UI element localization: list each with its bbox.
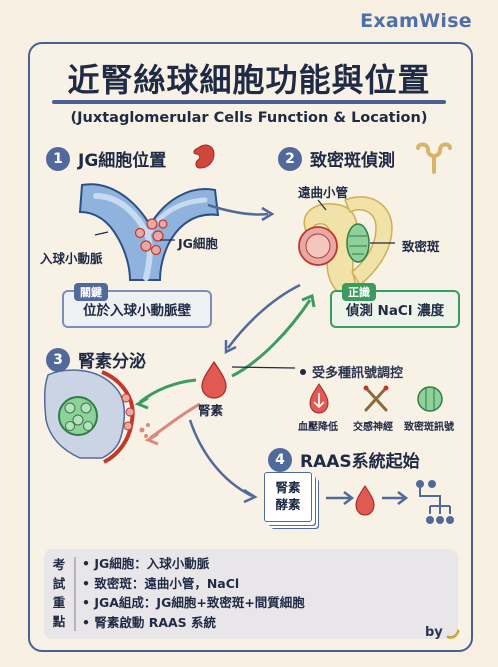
key-points-divider [74,557,76,631]
sympathetic-nerve-icon [363,385,389,412]
regulation-note: 受多種訊號調控 [300,362,403,381]
label-macula-signal: 致密斑訊號 [404,422,454,433]
step-4-number: 4 [268,447,292,472]
page-title: 近腎絲球細胞功能與位置 [67,61,431,99]
key-callout: 關鍵 位於入球小動脈壁 [62,283,212,328]
flow-arrow-2-3 [226,283,301,349]
key-callout-text: 位於入球小動脈壁 [83,303,191,319]
brand-logo: ExamWise [360,10,472,32]
regulation-text: 受多種訊號調控 [312,366,404,381]
step-1-title: JG細胞位置 [78,151,167,171]
jg-cells-cluster [134,218,168,256]
correct-callout: 正識 偵測 NaCl 濃度 [330,283,460,328]
cascade-icon [416,480,454,524]
flow-arrow-1-2 [207,203,269,216]
step-2-header: 2 致密斑偵測 [278,146,395,171]
doc-line-1: 腎素 [275,480,301,496]
renin-drop-icon [201,360,227,399]
label-renin: 腎素 [198,403,224,418]
macula-signal-icon [417,386,443,412]
label-jg-cell: JG細胞 [178,236,218,251]
list-item: • 腎素啟動 RAAS 系統 [82,614,217,630]
tubule-icon [416,142,452,174]
tubule-illustration [298,196,395,293]
correct-callout-text: 偵測 NaCl 濃度 [345,303,445,319]
list-item: • JG細胞：入球小動脈 [82,556,210,571]
key-callout-tag: 關鍵 [74,283,108,301]
step-1-number: 1 [46,146,70,171]
bp-drop-icon [309,383,329,414]
label-afferent-arteriole: 入球小動脈 [40,251,103,266]
page-subtitle: (Juxtaglomerular Cells Function & Locati… [70,110,428,126]
renin-enzyme-card: 腎素 酵素 [264,472,312,522]
exam-key-points: 考 試 重 點 • JG細胞：入球小動脈 • 致密斑：遠曲小管，NaCl • J… [44,549,458,639]
label-bp-drop: 血壓降低 [298,422,338,433]
step-2-number: 2 [278,146,302,171]
doc-line-2: 酵素 [275,497,301,512]
secretion-arrow-lower [149,402,201,440]
step-4-header: 4 RAAS系統起始 [268,447,420,472]
step-4-title: RAAS系統起始 [300,452,420,472]
label-sympathetic: 交感神經 [353,422,393,433]
byline-text: by [425,625,443,640]
list-item: • JGA組成：JG細胞+致密斑+間質細胞 [82,595,305,610]
step-1-header: 1 JG細胞位置 [46,146,166,171]
flow-arrow-3-4 [188,419,253,498]
step-2-title: 致密斑偵測 [310,151,395,171]
title-underline [52,100,446,104]
label-macula-densa: 致密斑 [402,239,440,254]
banana-icon [446,628,460,639]
glomerulus-illustration [43,369,150,464]
kidney-icon [193,144,215,169]
signal-arrow-up [231,299,312,378]
step-3-title: 腎素分泌 [78,352,146,372]
step-3-header: 3 腎素分泌 [46,347,146,372]
label-dct: 遠曲小管 [298,185,349,200]
correct-callout-tag: 正識 [342,283,376,301]
afferent-arteriole-illustration [78,183,220,281]
key-points-side-label: 考 試 重 點 [52,557,66,629]
raas-drop-icon [355,485,375,516]
key-points-list: • JG細胞：入球小動脈 • 致密斑：遠曲小管，NaCl • JGA組成：JG細… [82,554,305,632]
byline: by [425,625,460,640]
bullet-dot [300,368,306,375]
list-item: • 致密斑：遠曲小管，NaCl [82,575,240,591]
macula-densa-cells [346,223,370,263]
step-3-number: 3 [46,347,70,372]
